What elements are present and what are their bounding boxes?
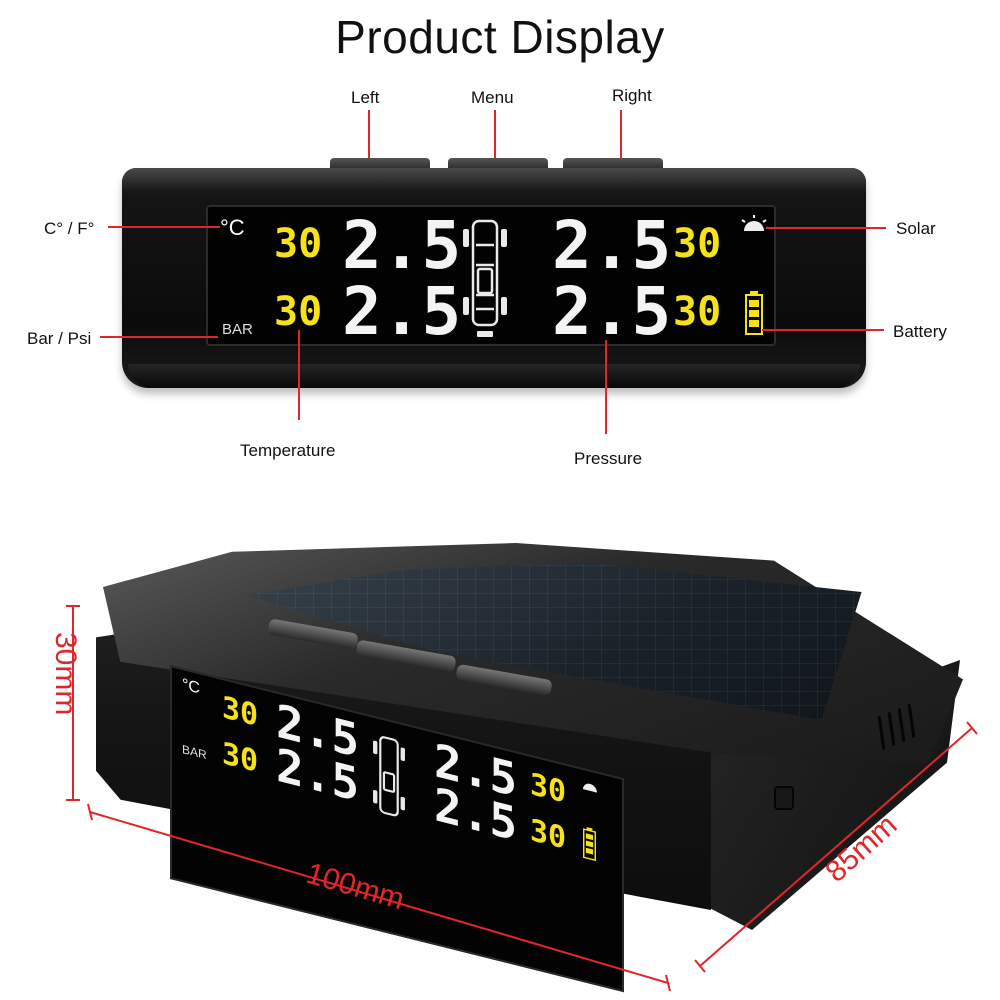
solar-label: Solar (896, 219, 936, 238)
menu-label: Menu (471, 88, 514, 107)
solar-icon (741, 215, 767, 231)
lcd-screen: °C BAR 30 2.5 30 2.5 2.5 30 2.5 30 (206, 205, 776, 350)
battery-icon (745, 291, 763, 335)
temperature-label: Temperature (240, 441, 336, 460)
car-icon (463, 219, 507, 337)
unit-temp-label: C° / F° (44, 219, 95, 238)
left-label: Left (351, 88, 380, 107)
front-left-pressure: 2.5 (342, 207, 462, 284)
rear-left-temp: 30 (274, 289, 323, 335)
solar-icon-b (583, 783, 597, 793)
rear-left-pressure: 2.5 (342, 273, 462, 350)
car-icon-b (373, 736, 405, 817)
unit-pressure-label: Bar / Psi (27, 329, 92, 348)
front-right-temp: 30 (673, 221, 722, 267)
rear-right-pressure: 2.5 (552, 273, 672, 350)
front-left-temp: 30 (274, 221, 323, 267)
rear-right-temp: 30 (673, 289, 722, 335)
page-title: Product Display (335, 11, 665, 63)
height-dimension-label: 30mm (49, 632, 82, 716)
battery-label: Battery (893, 322, 947, 341)
front-right-pressure: 2.5 (552, 207, 672, 284)
usb-port (774, 786, 794, 810)
pressure-label: Pressure (574, 449, 643, 468)
right-label: Right (612, 86, 652, 105)
temp-unit-indicator: °C (220, 215, 245, 240)
battery-icon-b (583, 826, 596, 862)
pressure-unit-indicator: BAR (222, 321, 253, 338)
lcd-screen-perspective: °C BAR 30 2.5 30 2.5 2.5 30 2.5 30 (170, 665, 624, 993)
